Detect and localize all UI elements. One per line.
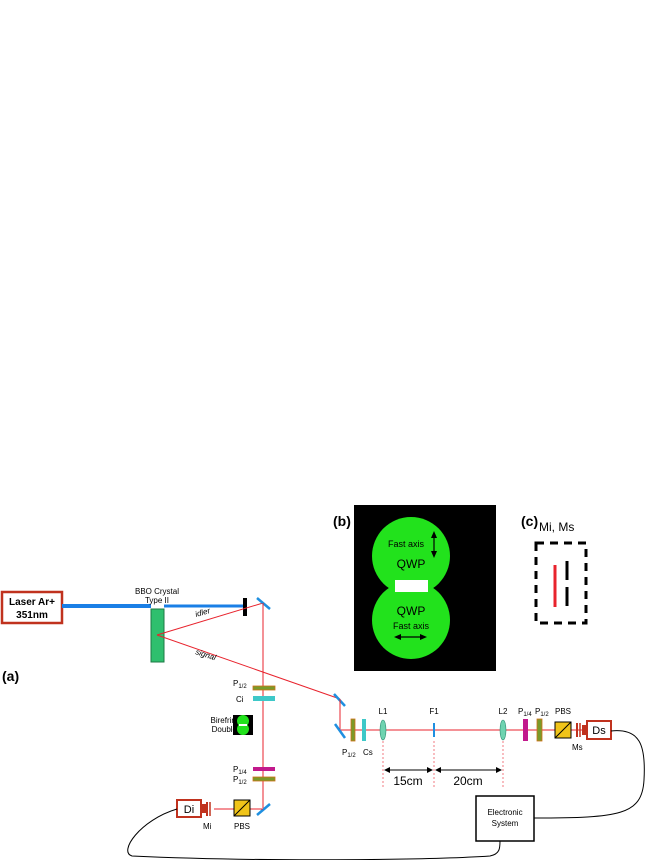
inset-c-dashed-frame bbox=[534, 541, 588, 625]
panel-label-b: (b) bbox=[333, 513, 351, 529]
signal-ms-label: Ms bbox=[572, 743, 583, 752]
idler-pbs bbox=[233, 799, 251, 817]
signal-mirror-2 bbox=[333, 723, 347, 739]
signal-beam bbox=[156, 634, 341, 700]
panel-label-a: (a) bbox=[2, 668, 19, 684]
signal-pbs bbox=[554, 721, 572, 739]
signal-half-wave-plate bbox=[350, 718, 356, 742]
detector-ds: Ds bbox=[582, 720, 612, 740]
idler-p12-label: P1/2 bbox=[233, 679, 247, 690]
qwp-bottom-fast-axis-label: Fast axis bbox=[393, 621, 430, 631]
svg-text:Electronic: Electronic bbox=[487, 808, 522, 817]
idler-mi-label: Mi bbox=[203, 822, 212, 831]
idler-p14-label: P1/4 bbox=[233, 765, 247, 776]
idler-label: idler bbox=[194, 606, 211, 619]
svg-text:Di: Di bbox=[184, 804, 194, 816]
qwp-bottom-axis-arrow-icon bbox=[394, 634, 427, 640]
slit-label-line1: Birefringent bbox=[211, 716, 253, 725]
birefringent-double-slit-icon bbox=[233, 715, 253, 735]
idler-ci-label: Ci bbox=[236, 695, 244, 704]
distance-15cm-label: 15cm bbox=[393, 774, 422, 788]
inset-b-qwp bbox=[354, 505, 496, 671]
signal-compensator-cs bbox=[362, 719, 366, 741]
distance-20cm-label: 20cm bbox=[453, 774, 482, 788]
idler-compensator-ci bbox=[253, 696, 275, 701]
signal-quarter-wave-plate bbox=[523, 719, 528, 741]
crystal-label-line1: BBO Crystal bbox=[135, 587, 179, 596]
distance-arrow-15cm bbox=[384, 767, 433, 773]
signal-p14-label: P1/4 bbox=[518, 707, 532, 718]
idler-half-wave-plate bbox=[252, 685, 276, 691]
detector-di: Di bbox=[176, 799, 206, 818]
signal-cs-label: Cs bbox=[363, 748, 373, 757]
electronic-system: Electronic System bbox=[475, 795, 535, 842]
signal-label: signal bbox=[194, 647, 217, 662]
laser-source: Laser Ar+ 351nm bbox=[0, 590, 64, 625]
svg-text:System: System bbox=[492, 819, 519, 828]
idler-half-wave-plate-2 bbox=[252, 776, 276, 782]
signal-p12-label: P1/2 bbox=[342, 748, 356, 759]
distance-arrow-20cm bbox=[435, 767, 502, 773]
qwp-bottom-label: QWP bbox=[397, 604, 426, 618]
qwp-top-label: QWP bbox=[397, 557, 426, 571]
qwp-top-axis-arrow-icon bbox=[431, 531, 437, 558]
qwp-slit-gap bbox=[395, 580, 428, 592]
idler-pbs-label: PBS bbox=[234, 822, 250, 831]
idler-quarter-wave-plate bbox=[253, 767, 275, 771]
signal-pbs-label: PBS bbox=[555, 707, 571, 716]
svg-text:Ds: Ds bbox=[592, 725, 606, 737]
cable-ds-to-electronics bbox=[533, 730, 645, 819]
lens-l2 bbox=[499, 719, 507, 741]
idler-beam bbox=[156, 602, 264, 636]
idler-mirror-bottom bbox=[256, 803, 271, 816]
signal-half-wave-plate-2 bbox=[536, 718, 543, 742]
f1-label: F1 bbox=[429, 707, 439, 716]
l2-label: L2 bbox=[499, 707, 508, 716]
lens-l1 bbox=[379, 719, 387, 741]
signal-p12b-label: P1/2 bbox=[535, 707, 549, 718]
qwp-top-fast-axis-label: Fast axis bbox=[388, 539, 425, 549]
laser-label-line2: 351nm bbox=[16, 610, 48, 621]
laser-label-line1: Laser Ar+ bbox=[9, 597, 55, 608]
crystal-label-line2: Type II bbox=[145, 596, 169, 605]
inset-c-label: Mi, Ms bbox=[539, 520, 574, 534]
l1-label: L1 bbox=[379, 707, 388, 716]
slit-label-line2: Double Slit bbox=[212, 725, 251, 734]
idler-p12b-label: P1/2 bbox=[233, 775, 247, 786]
panel-label-c: (c) bbox=[521, 513, 538, 529]
